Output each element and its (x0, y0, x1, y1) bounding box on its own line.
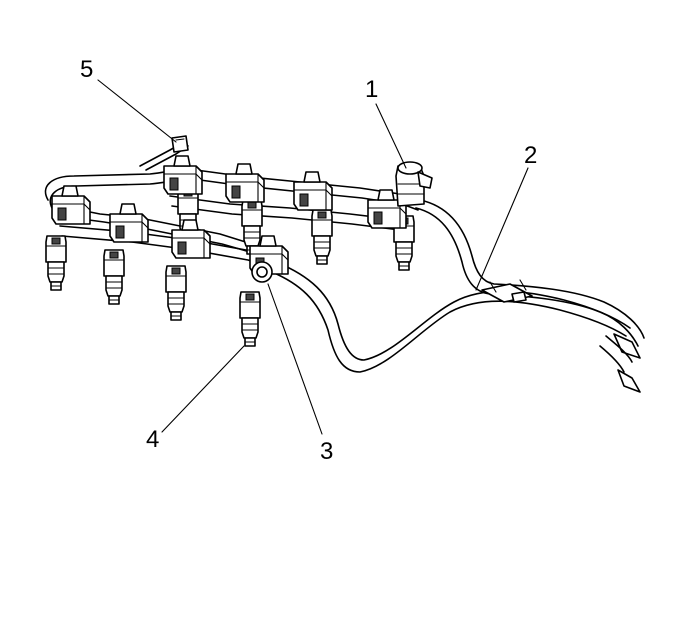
fuel-line-fitting (251, 261, 273, 283)
leader-lines (97, 79, 529, 435)
callout-4: 4 (146, 426, 160, 453)
callout-3: 3 (320, 438, 334, 465)
callout-2: 2 (524, 142, 538, 169)
fuel-pressure-regulator (395, 161, 433, 207)
callout-5: 5 (80, 56, 94, 83)
fuel-lines (271, 199, 645, 393)
harness-clip (171, 135, 189, 153)
callout-1: 1 (365, 76, 379, 103)
